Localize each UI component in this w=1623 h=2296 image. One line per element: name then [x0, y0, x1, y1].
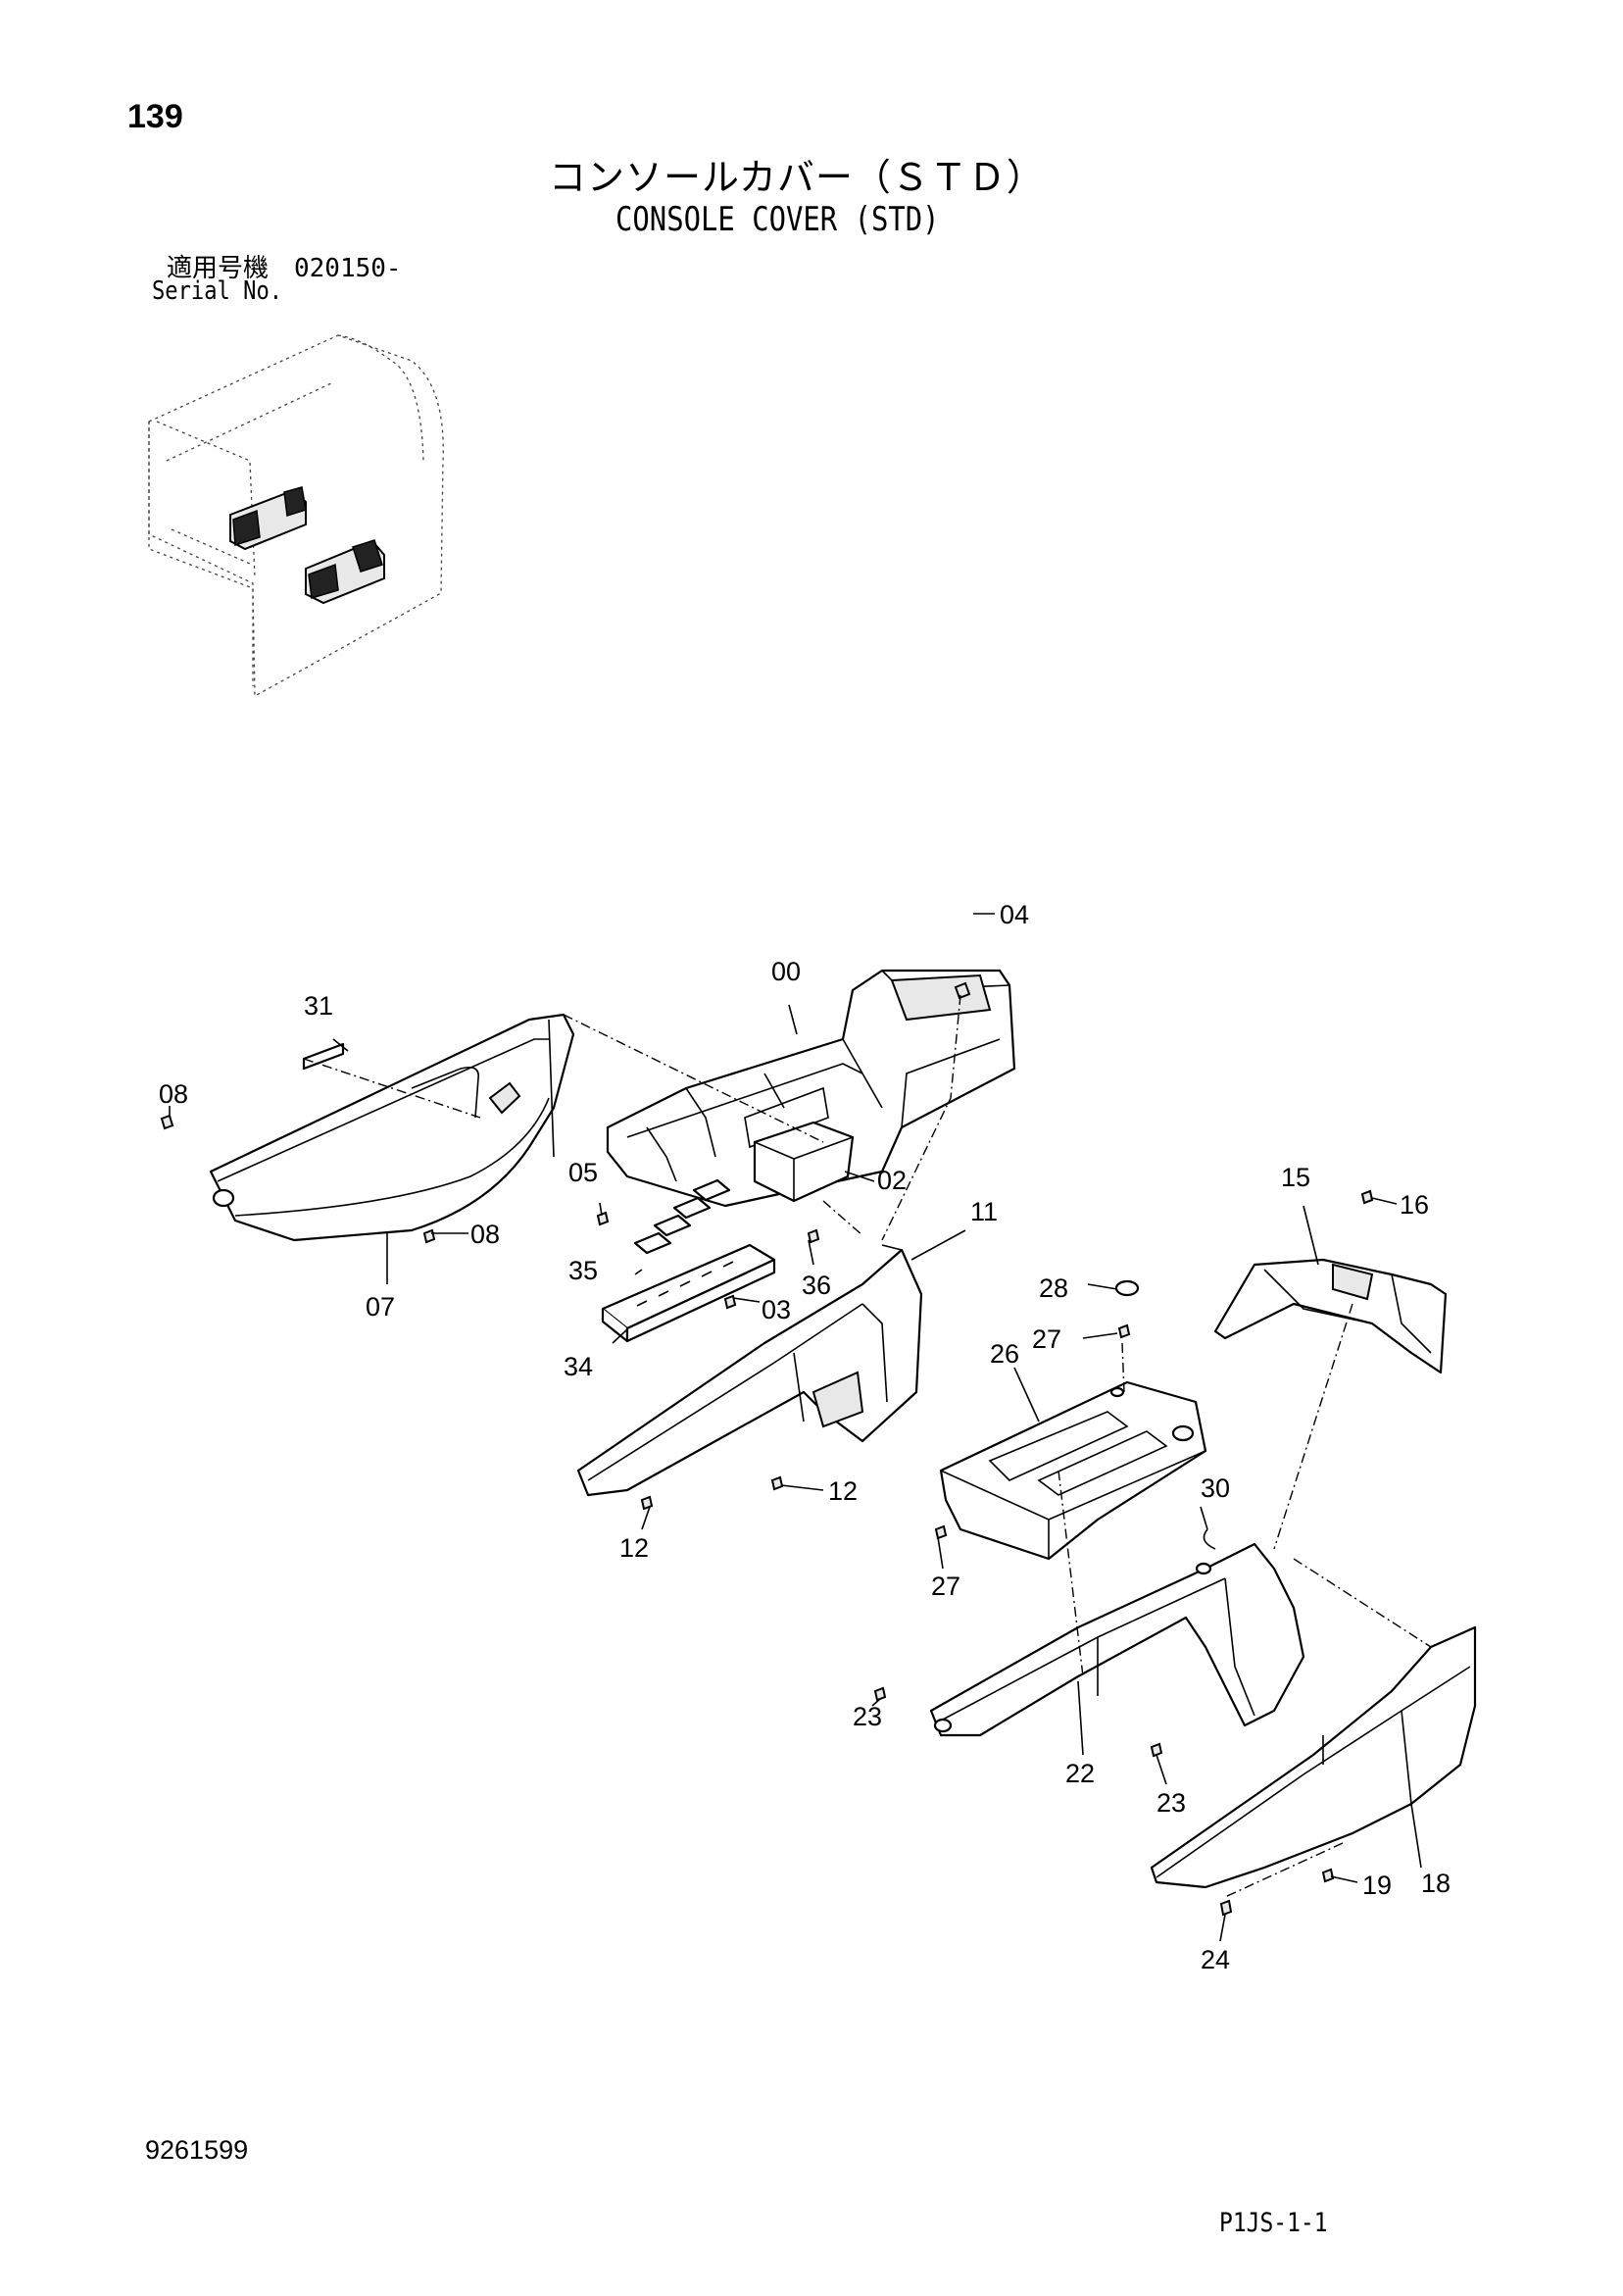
callout-04: 04	[1000, 900, 1029, 929]
callout-11: 11	[970, 1197, 998, 1226]
callout-36: 36	[802, 1271, 831, 1300]
callout-18: 18	[1421, 1869, 1451, 1898]
part-11-side-cover	[576, 1244, 923, 1497]
callout-03: 03	[762, 1295, 791, 1324]
callout-27a: 27	[1032, 1324, 1061, 1354]
callout-07: 07	[366, 1292, 395, 1322]
part-34-switch-panel	[601, 1243, 776, 1343]
part-31-label	[302, 1042, 345, 1071]
part-28-cap	[1114, 1279, 1140, 1297]
document-number: 9261599	[145, 2135, 249, 2165]
callout-28: 28	[1039, 1273, 1068, 1303]
callout-12b: 12	[828, 1476, 858, 1506]
page-reference: P1JS-1-1	[1219, 2208, 1328, 2238]
callout-12a: 12	[619, 1533, 649, 1563]
part-07-left-side-cover	[209, 1013, 575, 1242]
callout-24: 24	[1201, 1945, 1230, 1974]
fasteners	[160, 981, 1374, 1917]
cab-console-left	[229, 486, 307, 551]
callout-19: 19	[1362, 1871, 1392, 1900]
part-35-switch-covers	[633, 1178, 731, 1255]
page-number: 139	[127, 98, 183, 135]
callout-23a: 23	[853, 1702, 882, 1731]
callout-15: 15	[1281, 1163, 1310, 1192]
callout-23b: 23	[1156, 1788, 1186, 1818]
callout-labels: 04 00 31 08 05 02 11 08 35 36 03 07 34 1…	[159, 900, 1451, 1974]
callout-00: 00	[771, 957, 801, 986]
part-15-front-cover	[1213, 1258, 1448, 1374]
callout-16: 16	[1400, 1190, 1429, 1220]
serial-label-english: Serial No.	[152, 276, 283, 306]
part-18-lower-cover	[1150, 1625, 1477, 1889]
page-title-japanese: コンソールカバー（ＳＴＤ）	[549, 156, 1045, 199]
cab-locator-sketch	[148, 334, 444, 698]
callout-30: 30	[1201, 1473, 1230, 1503]
callout-05: 05	[568, 1158, 598, 1187]
callout-22: 22	[1065, 1759, 1095, 1788]
callout-26: 26	[990, 1339, 1019, 1369]
serial-label-japanese: 適用号機 020150-	[167, 254, 402, 283]
callout-09: 08	[159, 1079, 188, 1109]
callout-34: 34	[564, 1352, 593, 1381]
leader-lines	[169, 913, 1432, 1942]
callout-27b: 27	[931, 1572, 960, 1601]
part-26-armrest-top	[939, 1380, 1207, 1561]
part-02-tray	[753, 1121, 855, 1203]
callout-35: 35	[568, 1256, 598, 1285]
cab-console-right	[305, 539, 385, 605]
page-title-english: CONSOLE COVER (STD)	[615, 200, 940, 239]
callout-31: 31	[304, 991, 333, 1021]
callout-02: 02	[877, 1166, 907, 1195]
callout-08: 08	[470, 1220, 500, 1249]
part-22-bracket	[929, 1542, 1305, 1737]
